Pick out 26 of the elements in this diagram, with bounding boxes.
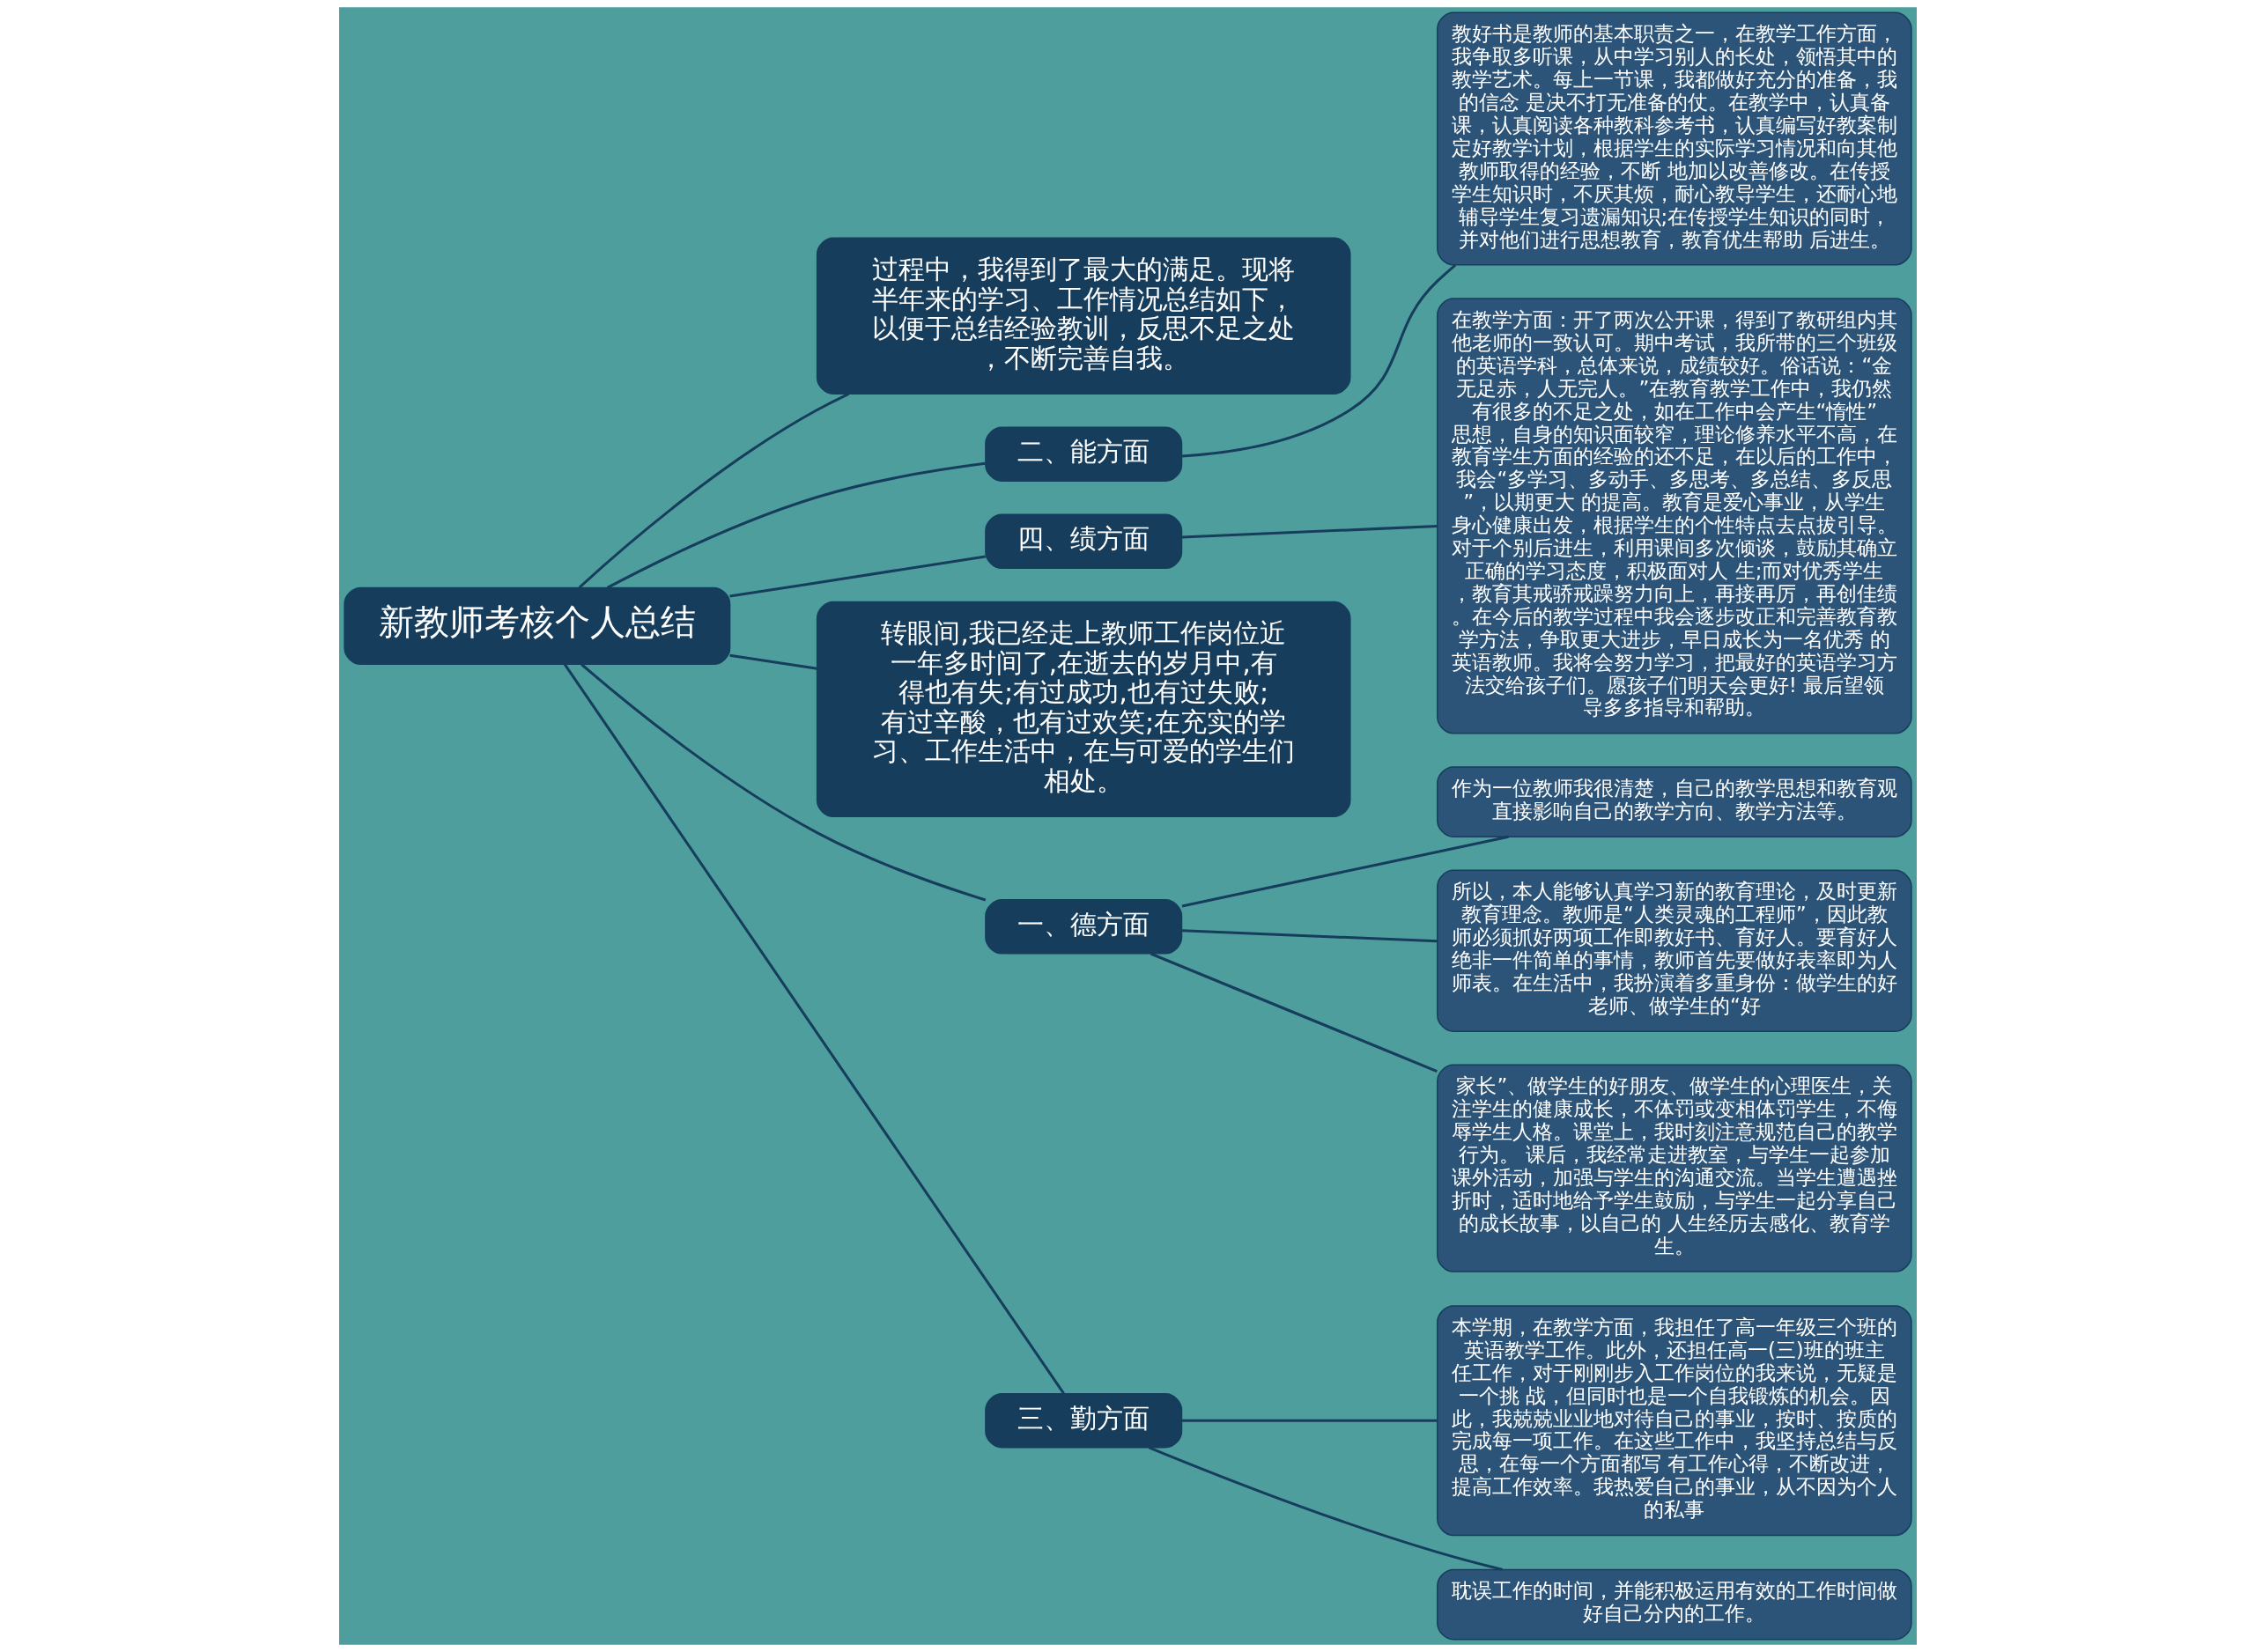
connector <box>728 555 986 598</box>
node-box: 二、能方面 <box>984 426 1182 483</box>
connector <box>1180 263 1456 458</box>
connector <box>606 461 986 589</box>
connector <box>563 663 1065 1395</box>
connector <box>728 653 817 670</box>
node-box: 所以，本人能够认真学习新的教育理论，及时更新教育理念。教师是“人类灵魂的工程师”，因此教师必须抓好两项工作即教好书、育好人。要育好人绝非一件简单的事情，教师首先要做好表率即为人师表。在生活中，我扮演着多重身份：做学生的好老师、做学生的“好 <box>1436 869 1912 1032</box>
connector <box>1181 929 1438 943</box>
node-box: 过程中，我得到了最大的满足。现将半年来的学习、工作情况总结如下，以便于总结经验教训，反思不足之处，不断完善自我。 <box>816 237 1350 395</box>
node-box: 新教师考核个人总结 <box>343 586 730 666</box>
connector <box>580 663 986 902</box>
connector <box>578 392 849 589</box>
connector <box>1181 524 1438 539</box>
node-box: 在教学方面：开了两次公开课，得到了教研组内其他老师的一致认可。期中考试，我所带的三个班级的英语学科，总体来说，成绩较好。俗话说：“金无足赤，人无完人。”在教育教学工作中，我仍然有很多的不足之处，如在工作中会产生“惰性” 思想，自身的知识面较窄，理论修养水平不高，在教育学生方面的经验的还不足，在以后的工作中，我会“多学习、多动手、多思考、多总结、多反思”，以期更大 的提高。教育是爱心事业，从学生身心健康出发，根据学生的个性特点去点拔引导。对于个别后进生，利用课间多次倾谈，鼓励其确立正确的学习态度，积极面对人 生;而对优秀学生，教育其戒骄戒躁努力向上，再接再厉，再创佳绩。在今后的教学过程中我会逐步改正和完善教育教学方法，争取更大进步，早日成长为一名优秀 的英语教师。我将会努力学习，把最好的英语学习方法交给孩子们。愿孩子们明天会更好! 最后望领导多多指导和帮助。 <box>1436 298 1912 734</box>
connector <box>1150 952 1438 1073</box>
node-box: 转眼间,我已经走上教师工作岗位近一年多时间了,在逝去的岁月中,有得也有失;有过成功,也有过失败;有过辛酸，也有过欢笑;在充实的学习、工作生活中，在与可爱的学生们相处。 <box>816 601 1350 818</box>
node-box: 家长”、做学生的好朋友、做学生的心理医生，关注学生的健康成长，不体罚或变相体罚学生，不侮辱学生人格。课堂上，我时刻注意规范自己的教学行为。 课后，我经常走进教室，与学生一起参加课外活动，加强与学生的沟通交流。当学生遭遇挫折时，适时地给予学生鼓励，与学生一起分享自己的成长故事，以自己的 人生经历去感化、教育学生。 <box>1436 1064 1912 1272</box>
node-box: 一、德方面 <box>984 899 1182 955</box>
connector <box>1148 1446 1503 1571</box>
connector <box>1181 1419 1438 1422</box>
node-box: 耽误工作的时间，并能积极运用有效的工作时间做好自己分内的工作。 <box>1436 1568 1912 1641</box>
node-box: 作为一位教师我很清楚，自己的教学思想和教育观直接影响自己的教学方向、教学方法等。 <box>1436 766 1912 837</box>
node-box: 三、勤方面 <box>984 1393 1182 1449</box>
node-box: 教好书是教师的基本职责之一，在教学工作方面，我争取多听课，从中学习别人的长处，领悟其中的教学艺术。每上一节课，我都做好充分的准备，我的信念 是决不打无准备的仗。在教学中，认真备课，认真阅读各种教科参考书，认真编写好教案制定好教学计划，根据学生的实际学习情况和向其他教师取得的经验，不断 地加以改善修改。在传授学生知识时，不厌其烦，耐心教导学生，还耐心地辅导学生复习遗漏知识;在传授学生知识的同时，并对他们进行思想教育，教育优生帮助 后进生。 <box>1436 11 1912 266</box>
node-box: 本学期，在教学方面，我担任了高一年级三个班的英语教学工作。此外，还担任高一(三)班的班主任工作，对于刚刚步入工作岗位的我来说，无疑是一个挑 战，但同时也是一个自我锻炼的机会。因此，我兢兢业业地对待自己的事业，按时、按质的完成每一项工作。在这些工作中，我坚持总结与反思，在每一个方面都写 有工作心得，不断改进，提高工作效率。我热爱自己的事业，从不因为个人的私事 <box>1436 1305 1912 1537</box>
node-box: 四、绩方面 <box>984 513 1182 570</box>
